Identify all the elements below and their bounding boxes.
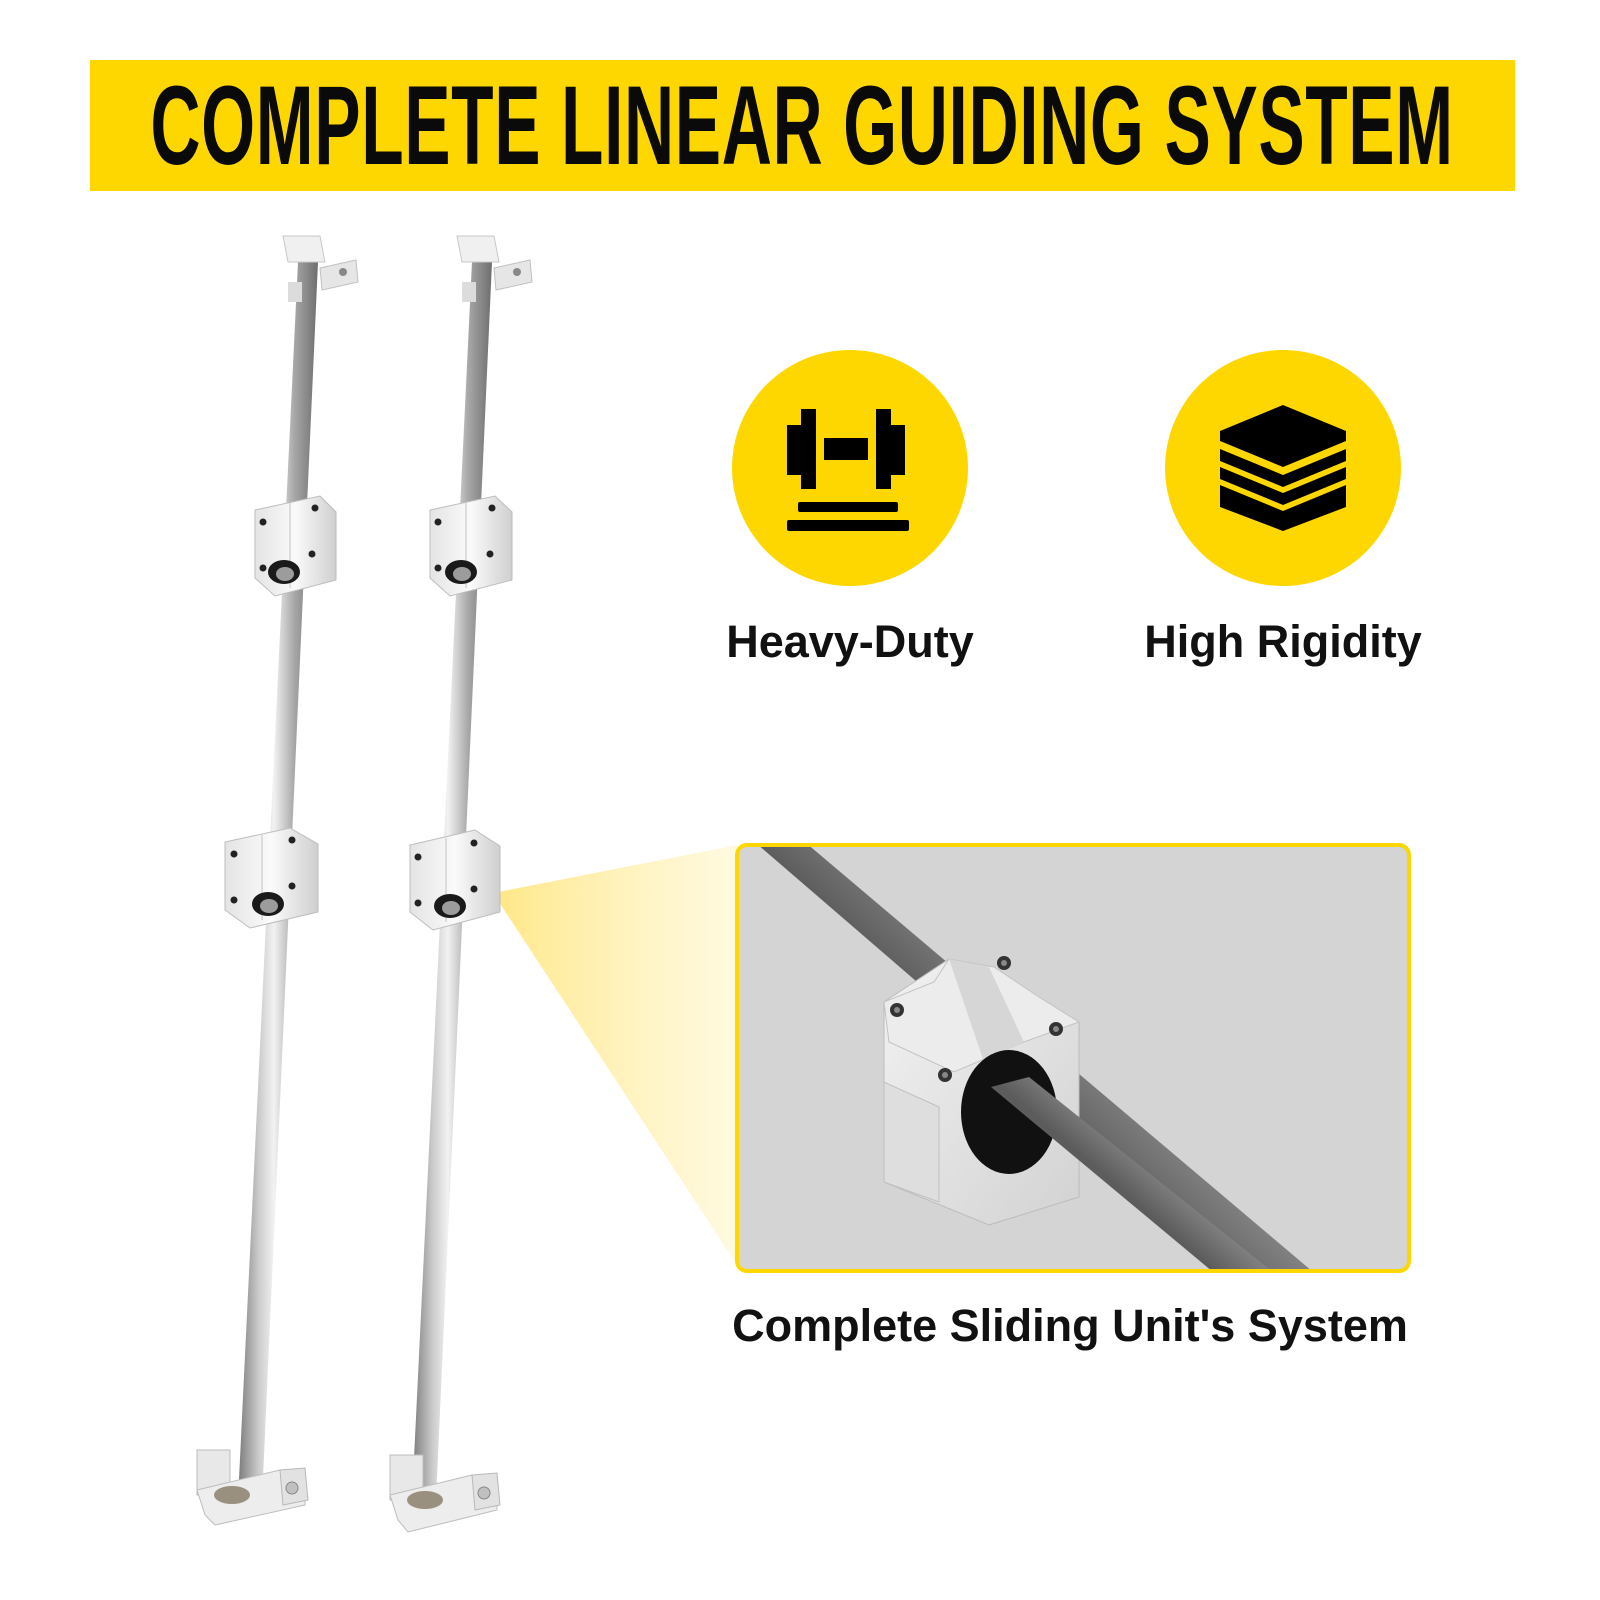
feature-label: High Rigidity	[1144, 616, 1422, 667]
dumbbell-on-base-icon	[787, 409, 909, 531]
rod-support-bottom-right	[389, 1454, 501, 1533]
feature-circle	[1165, 350, 1401, 586]
zoom-highlight-beam	[493, 845, 737, 1265]
rod-support-top-right	[456, 235, 533, 302]
banner-title: COMPLETE LINEAR GUIDING SYSTEM	[150, 62, 1455, 188]
linear-bearing-block	[224, 827, 319, 929]
stacked-layers-icon	[1220, 405, 1346, 531]
linear-bearing-block	[429, 495, 513, 597]
feature-heavy-duty: Heavy-Duty	[700, 350, 1000, 668]
guide-rod-left	[196, 235, 359, 1526]
title-banner: COMPLETE LINEAR GUIDING SYSTEM	[90, 60, 1515, 191]
detail-zoom-panel	[735, 843, 1411, 1273]
linear-bearing-block	[409, 829, 501, 931]
detail-caption: Complete Sliding Unit's System	[732, 1300, 1408, 1351]
linear-bearing-closeup	[760, 847, 1310, 1269]
rod-support-top-left	[282, 235, 359, 302]
guide-rod-right	[389, 235, 533, 1533]
feature-circle	[732, 350, 968, 586]
feature-label: Heavy-Duty	[726, 616, 974, 667]
linear-bearing-block	[254, 495, 337, 597]
rod-support-bottom-left	[196, 1449, 309, 1526]
feature-high-rigidity: High Rigidity	[1133, 350, 1433, 668]
